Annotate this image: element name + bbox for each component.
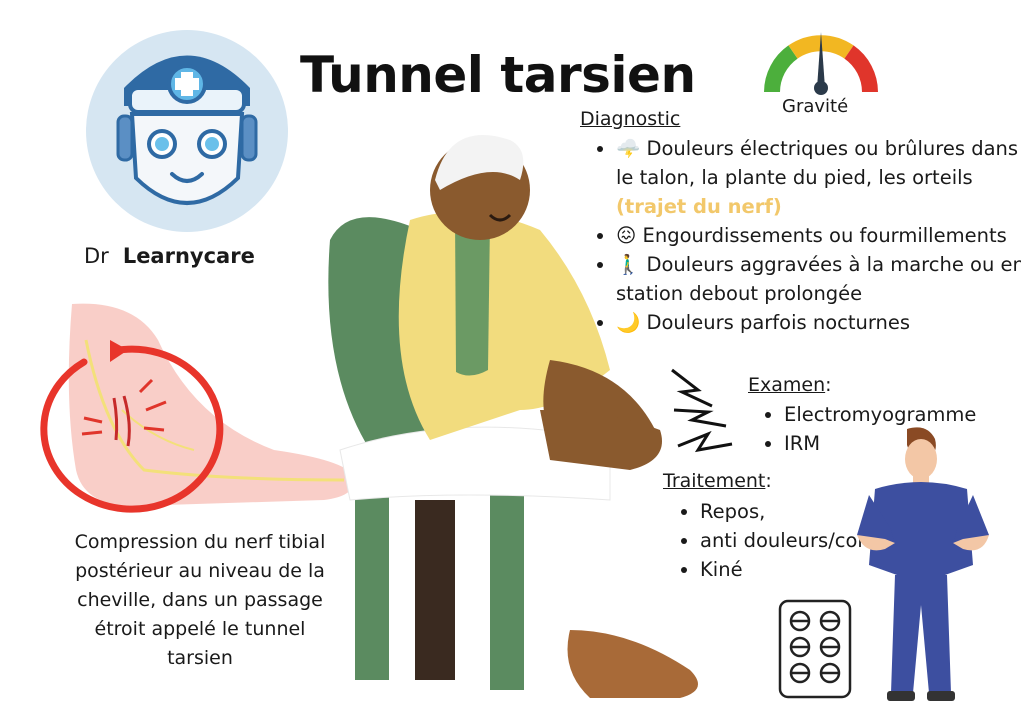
pill-blister-icon xyxy=(778,599,852,699)
diagnostic-heading: Diagnostic xyxy=(580,108,681,130)
lightning-cloud-icon: 🌩️ xyxy=(616,137,641,160)
nerve-path-highlight: (trajet du nerf) xyxy=(616,195,782,218)
diagnostic-list: 🌩️ Douleurs électriques ou brûlures dans… xyxy=(594,134,1021,337)
list-item: Electromyogramme xyxy=(784,400,1021,429)
examen-list: Electromyogramme IRM xyxy=(762,400,1021,458)
seated-man-illustration xyxy=(328,135,698,698)
foot-nerve-illustration xyxy=(40,303,355,513)
doctor-prefix: Dr xyxy=(84,244,109,268)
list-item: IRM xyxy=(784,429,1021,458)
doctor-name: Learnycare xyxy=(122,244,255,268)
doctor-robot-avatar xyxy=(86,30,288,232)
list-item: 🚶‍♂️ Douleurs aggravées à la marche ou e… xyxy=(616,250,1021,308)
list-item: 🌩️ Douleurs électriques ou brûlures dans… xyxy=(616,134,1021,221)
crescent-moon-icon: 🌙 xyxy=(616,311,641,334)
nurse-illustration xyxy=(857,427,989,701)
walking-man-icon: 🚶‍♂️ xyxy=(616,253,641,276)
pain-lightning-icon xyxy=(671,368,733,453)
traitement-heading: Traitement: xyxy=(663,470,772,492)
examen-heading: Examen: xyxy=(748,374,832,396)
doctor-name-label: Dr Learnycare xyxy=(84,244,255,268)
caption-text: Compression du nerf tibial postérieur au… xyxy=(74,531,326,669)
gauge-label: Gravité xyxy=(782,96,849,117)
confounded-face-icon: 😖 xyxy=(616,224,637,247)
page-title: Tunnel tarsien xyxy=(300,46,696,104)
list-item: Kiné xyxy=(700,555,930,584)
severity-gauge-icon xyxy=(764,32,878,95)
list-item: Repos, xyxy=(700,497,930,526)
list-item: 😖 Engourdissements ou fourmillements xyxy=(616,221,1021,250)
list-item: 🌙 Douleurs parfois nocturnes xyxy=(616,308,1021,337)
